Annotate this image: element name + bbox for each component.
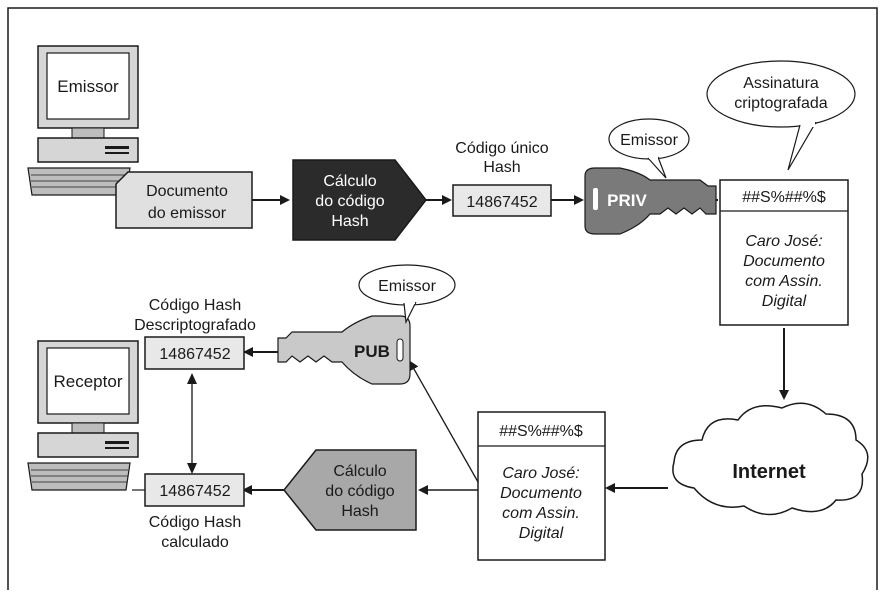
public-key-icon xyxy=(277,315,411,385)
public-key-owner-bubble xyxy=(358,264,456,325)
signed-document-top-header: ##S%##%$ xyxy=(742,189,826,206)
sender-screen-label: Emissor xyxy=(57,77,119,96)
private-key-owner-bubble xyxy=(608,118,690,179)
signed-document-top-line-1: Caro José: xyxy=(745,233,822,250)
internet-cloud-icon xyxy=(672,402,869,516)
arrow-received-doc-to-public-key xyxy=(409,360,479,483)
private-key-owner-label: Emissor xyxy=(620,132,678,149)
signed-document-bottom-line-2: Documento xyxy=(500,485,582,502)
hash-calculation-bottom-line-2: do código xyxy=(325,483,394,500)
signed-document-bottom-header: ##S%##%$ xyxy=(499,423,583,440)
public-key-label: PUB xyxy=(354,342,390,361)
calculated-hash-label-line-1: Código Hash xyxy=(149,514,242,531)
private-key-icon xyxy=(584,167,717,235)
signed-document-bottom xyxy=(477,411,606,561)
diagram-frame xyxy=(7,7,878,590)
signed-document-top xyxy=(719,179,849,326)
signed-document-bottom-line-3: com Assin. xyxy=(502,505,580,522)
signed-document-top-line-4: Digital xyxy=(762,293,807,310)
decrypted-hash-label-line-1: Código Hash xyxy=(149,297,242,314)
hash-calculation-bottom-line-3: Hash xyxy=(341,503,378,520)
internet-label: Internet xyxy=(732,461,806,483)
hash-calculation-top-line-2: do código xyxy=(315,193,384,210)
hash-calculation-top-line-1: Cálculo xyxy=(323,173,376,190)
signed-document-bottom-line-4: Digital xyxy=(519,525,564,542)
sender-document xyxy=(115,171,253,229)
signed-document-top-line-3: com Assin. xyxy=(745,273,823,290)
calculated-hash-value: 14867452 xyxy=(159,483,230,500)
public-key-owner-label: Emissor xyxy=(378,278,436,295)
receiver-computer-icon xyxy=(27,340,139,491)
unique-code-label-line-1: Código único xyxy=(455,140,549,157)
calculated-hash-label-line-2: calculado xyxy=(161,534,229,551)
hash-calculation-bottom xyxy=(283,449,417,531)
hash-calculation-top-line-3: Hash xyxy=(331,213,368,230)
comparison-arrow-head-up xyxy=(187,373,197,384)
decrypted-hash-value: 14867452 xyxy=(159,346,230,363)
receiver-screen-label: Receptor xyxy=(54,372,123,391)
private-key-label: PRIV xyxy=(607,191,647,210)
decrypted-hash-box xyxy=(144,336,245,370)
sender-computer-icon xyxy=(27,45,139,196)
sender-document-line-2: do emissor xyxy=(148,205,227,222)
unique-code-box xyxy=(452,184,552,217)
unique-code-label-line-2: Hash xyxy=(483,159,520,176)
calculated-hash-box xyxy=(144,473,245,507)
signed-document-bottom-line-1: Caro José: xyxy=(502,465,579,482)
hash-calculation-bottom-line-1: Cálculo xyxy=(333,463,386,480)
signature-bubble xyxy=(706,60,856,171)
comparison-arrow-head-down xyxy=(187,463,197,474)
decrypted-hash-label-line-2: Descriptografado xyxy=(134,317,256,334)
sender-document-line-1: Documento xyxy=(146,183,228,200)
signed-document-top-line-2: Documento xyxy=(743,253,825,270)
signature-bubble-line-1: Assinatura xyxy=(743,75,819,92)
signature-bubble-line-2: criptografada xyxy=(734,95,827,112)
unique-code-value: 14867452 xyxy=(466,194,537,211)
hash-calculation-top xyxy=(292,159,427,241)
